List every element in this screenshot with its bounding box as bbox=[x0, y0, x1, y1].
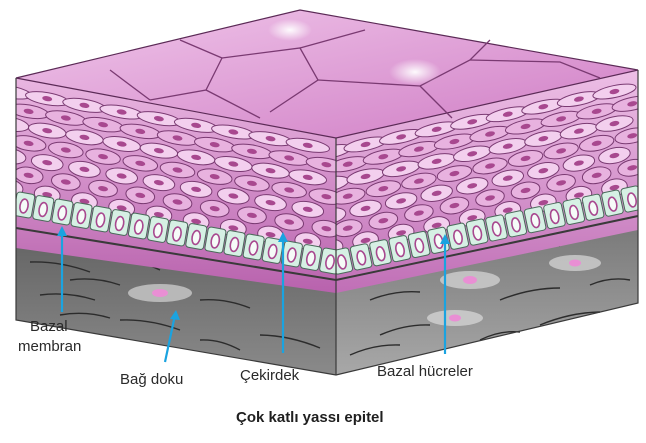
label-bazal-membran-line1: Bazal bbox=[30, 318, 68, 335]
label-bazal-membran-line2: membran bbox=[18, 338, 81, 355]
label-bazal-hucreler: Bazal hücreler bbox=[377, 363, 473, 380]
figure-caption: Çok katlı yassı epitel bbox=[236, 409, 384, 426]
label-cekirdek: Çekirdek bbox=[240, 367, 299, 384]
label-bag-doku: Bağ doku bbox=[120, 371, 183, 388]
